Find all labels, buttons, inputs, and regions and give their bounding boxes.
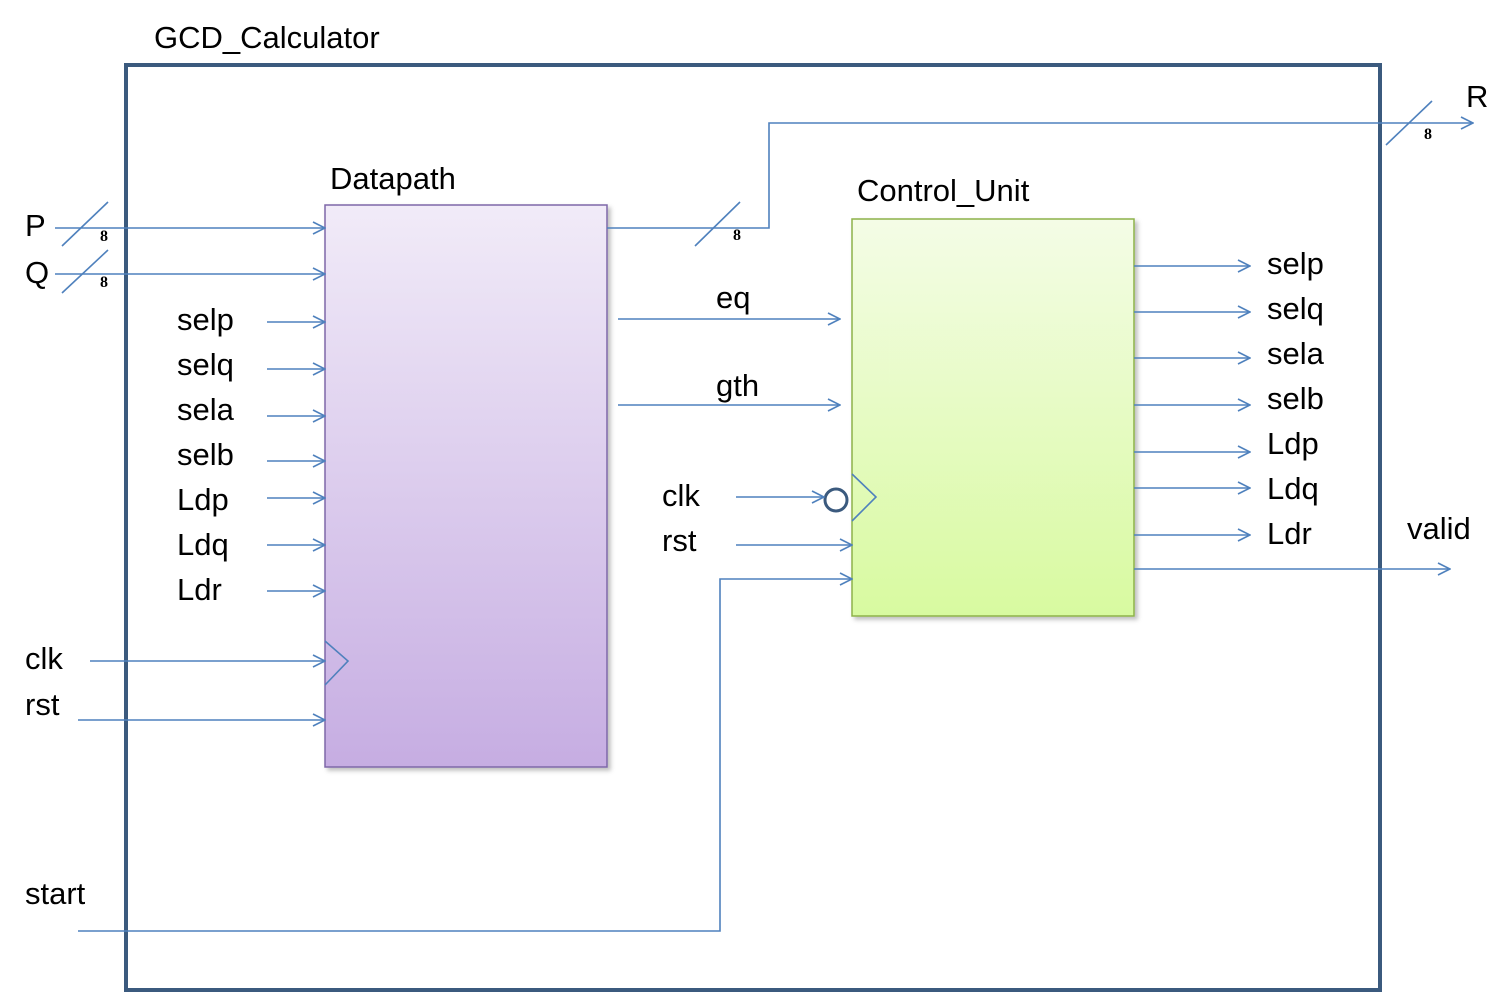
control-rst-label: rst <box>662 523 697 558</box>
datapath-title: Datapath <box>330 161 456 196</box>
control-output-label: sela <box>1267 336 1325 371</box>
datapath-input-label: Ldq <box>177 527 229 562</box>
output-r-label: R <box>1466 79 1488 114</box>
control-unit-clock-symbol <box>851 473 878 522</box>
datapath-output-bus-slash <box>694 201 741 247</box>
control-output-label: selq <box>1267 291 1324 326</box>
input-q-bus-slash <box>61 249 109 294</box>
datapath-output-bus-width: 8 <box>733 227 741 244</box>
output-r-bus-slash <box>1385 100 1433 146</box>
datapath-output-r-wire <box>607 123 1473 229</box>
datapath-clock-symbol <box>324 640 350 686</box>
control-unit-outputs: selp selq sela selb Ldp Ldq Ldr <box>1134 246 1325 551</box>
control-output-label: Ldr <box>1267 516 1312 551</box>
datapath-clk-label: clk <box>25 641 63 676</box>
start-wire <box>78 579 852 932</box>
status-gth-label: gth <box>716 368 759 403</box>
output-r-bus-width: 8 <box>1424 126 1432 143</box>
clock-inversion-bubble <box>823 487 849 513</box>
datapath-rst-label: rst <box>25 687 60 722</box>
datapath-input-label: Ldp <box>177 482 229 517</box>
control-output-label: selb <box>1267 381 1324 416</box>
datapath-input-label: selp <box>177 302 234 337</box>
input-p-bus-width: 8 <box>100 228 108 245</box>
control-output-label: Ldp <box>1267 426 1319 461</box>
datapath-control-inputs: selp selq sela selb Ldp Ldq Ldr <box>177 302 325 607</box>
input-q-label: Q <box>25 255 49 290</box>
control-unit-block <box>851 218 1135 617</box>
datapath-input-label: Ldr <box>177 572 222 607</box>
control-unit-title: Control_Unit <box>857 173 1030 208</box>
start-label: start <box>25 876 86 911</box>
datapath-input-label: selb <box>177 437 234 472</box>
input-q-bus-width: 8 <box>100 274 108 291</box>
control-output-label: selp <box>1267 246 1324 281</box>
datapath-block <box>324 204 608 768</box>
control-clk-label: clk <box>662 478 700 513</box>
datapath-input-label: sela <box>177 392 235 427</box>
input-p-bus-slash <box>61 201 109 247</box>
input-p-label: P <box>25 208 46 243</box>
output-valid-label: valid <box>1407 511 1471 546</box>
gcd-calculator-title: GCD_Calculator <box>154 20 380 55</box>
datapath-input-label: selq <box>177 347 234 382</box>
status-eq-label: eq <box>716 280 750 315</box>
gcd-calculator-module <box>124 63 1382 992</box>
control-output-label: Ldq <box>1267 471 1319 506</box>
